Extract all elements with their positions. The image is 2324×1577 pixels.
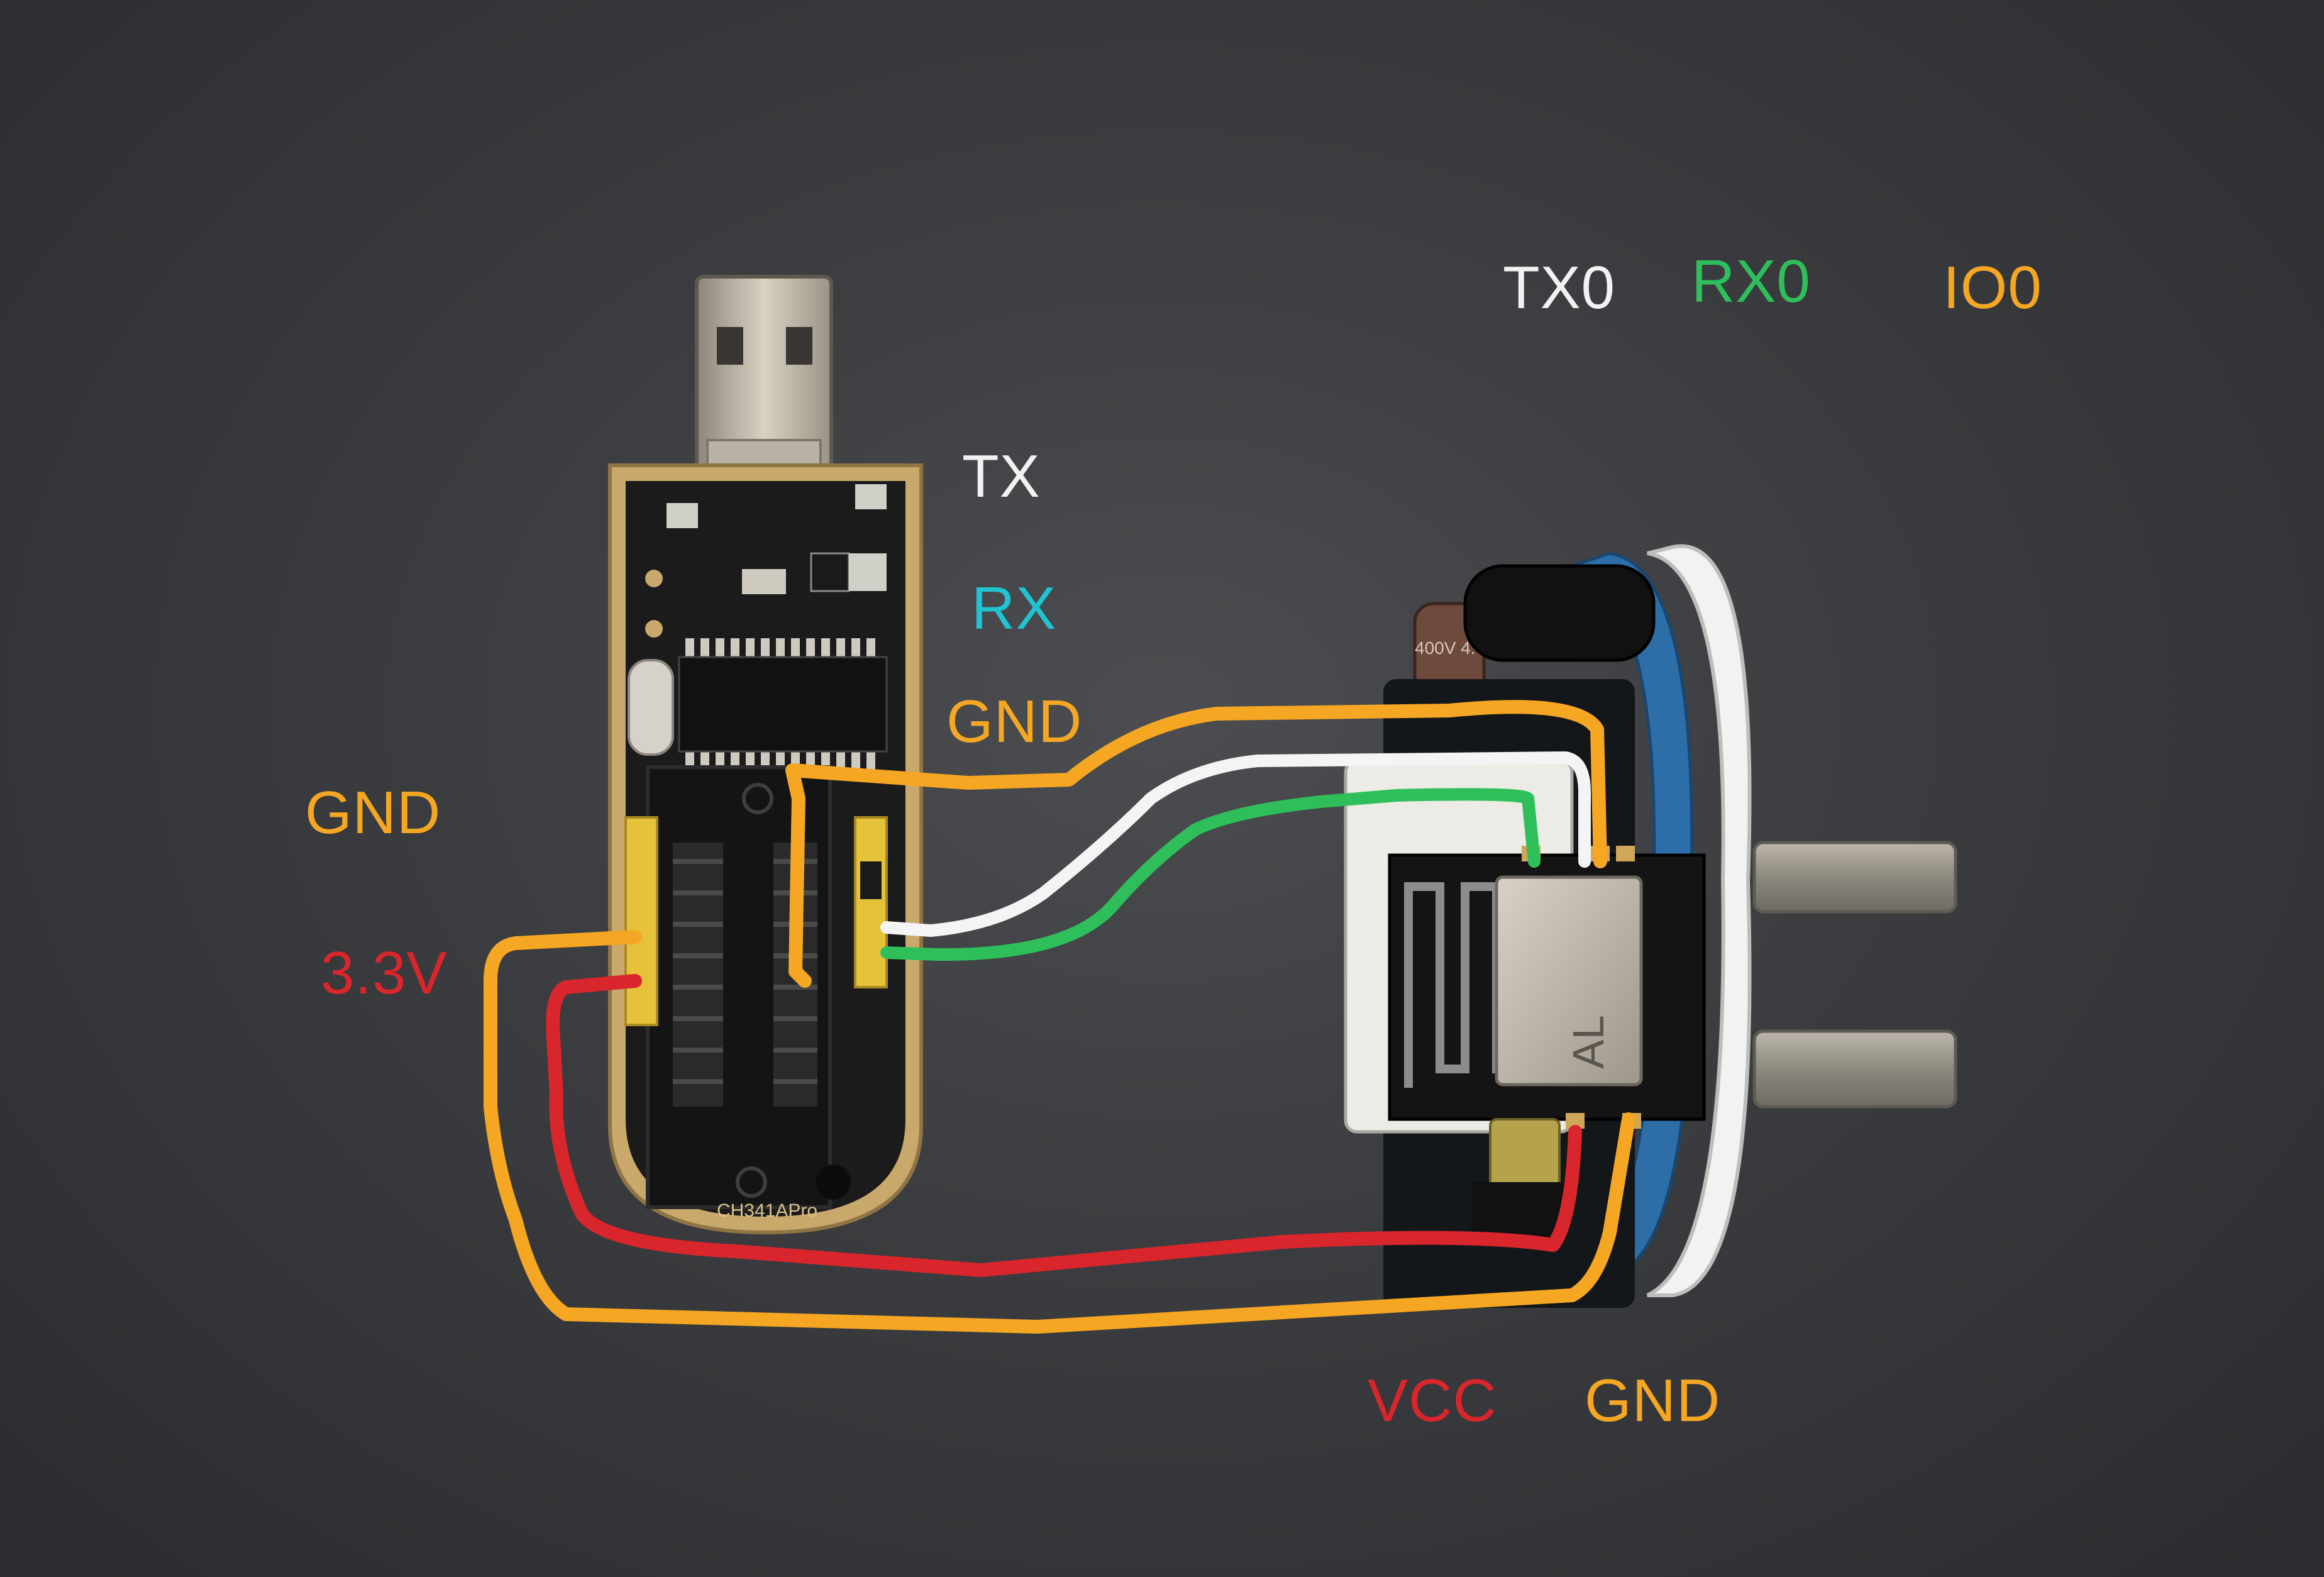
usb-rx-label: RX [971, 575, 1057, 642]
white-tx-wire [880, 751, 1591, 937]
usb-gnd-left-label: GND [305, 779, 441, 846]
smart-plug-module: 400V 4.7uF AL [1344, 544, 1957, 1308]
usb-tx-label: TX [962, 443, 1041, 510]
green-rx-wire [880, 788, 1541, 961]
orange-gnd-top-wire [785, 700, 1607, 988]
module-rx0-label: RX0 [1691, 248, 1811, 315]
module-io0-label: IO0 [1943, 254, 2042, 321]
chip-marking: CH341APro [717, 1200, 817, 1221]
wires [484, 700, 1635, 1334]
orange-gnd-left-wire [484, 930, 1635, 1334]
usb-gnd-top-label: GND [946, 688, 1083, 755]
module-tx0-label: TX0 [1503, 254, 1616, 321]
usb-programmer: CH341APro [608, 275, 923, 1235]
module-marking: AL [1564, 1015, 1613, 1069]
usb-3v3-label: 3.3V [321, 939, 448, 1007]
usb-connector-icon [695, 275, 833, 492]
red-vcc-wire [546, 974, 1582, 1277]
module-vcc-label: VCC [1368, 1367, 1497, 1434]
module-gnd-label: GND [1585, 1367, 1721, 1434]
